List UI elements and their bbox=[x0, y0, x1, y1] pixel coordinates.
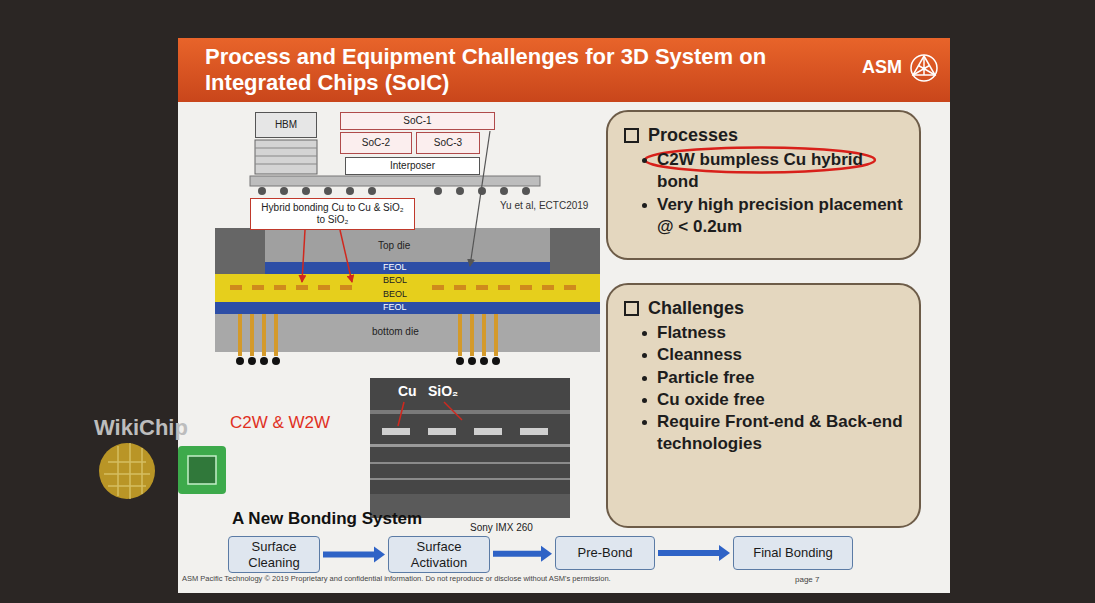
bullet-dot bbox=[642, 203, 647, 208]
heading-row: Challenges bbox=[624, 297, 744, 320]
footer-note: ASM Pacific Technology © 2019 Proprietar… bbox=[182, 575, 611, 583]
bullet-dot bbox=[642, 158, 647, 163]
soc-box: SoC-3 bbox=[416, 132, 480, 154]
arrow-head bbox=[541, 546, 552, 562]
bullet-dot bbox=[642, 331, 647, 336]
cross-section bbox=[215, 228, 600, 365]
hbm-box: HBM bbox=[255, 112, 317, 138]
slide-title: Process and Equipment Challenges for 3D … bbox=[205, 44, 855, 97]
slide bbox=[178, 38, 950, 593]
material-label: Cu bbox=[398, 384, 417, 399]
connector-line bbox=[493, 551, 542, 557]
bullet-dot bbox=[642, 398, 647, 403]
layer-label: FEOL bbox=[383, 303, 407, 313]
node-label: SoC-3 bbox=[434, 137, 462, 149]
layer-label: bottom die bbox=[372, 326, 419, 337]
bullet-row: Require Front-end & Back-end technologie… bbox=[624, 411, 903, 455]
flow-arrow bbox=[493, 546, 552, 562]
sem-image bbox=[370, 378, 570, 518]
bullet-dot bbox=[642, 353, 647, 358]
bullet-row: Very high precision placement @ < 0.2um bbox=[624, 194, 903, 238]
interposer-box: Interposer bbox=[345, 157, 480, 175]
logo-text: ASM bbox=[862, 58, 902, 78]
heading-row: Processes bbox=[624, 124, 738, 147]
process-box: Surface Cleaning bbox=[228, 536, 320, 573]
flow-arrow bbox=[658, 545, 730, 561]
node-label: Interposer bbox=[390, 160, 435, 172]
bullet-text: Cu oxide free bbox=[657, 389, 765, 411]
node-label: Hybrid bonding Cu to Cu & SiO₂ to SiO₂ bbox=[257, 202, 408, 226]
panel-heading: Challenges bbox=[648, 297, 744, 320]
bullet-text: Require Front-end & Back-end technologie… bbox=[657, 411, 903, 455]
bullet-text: C2W bumpless Cu hybrid bond bbox=[657, 149, 903, 193]
bullet-text: Very high precision placement @ < 0.2um bbox=[657, 194, 903, 238]
node-label: HBM bbox=[275, 119, 297, 131]
image-source: Sony IMX 260 bbox=[470, 522, 533, 533]
leader-arrow bbox=[302, 230, 305, 282]
node-label: SoC-2 bbox=[362, 137, 390, 149]
process-panel: ChallengesFlatnessCleannessParticle free… bbox=[606, 283, 921, 528]
square-bullet bbox=[624, 128, 639, 143]
asm-logo bbox=[911, 55, 937, 81]
bullet-text: Cleanness bbox=[657, 344, 742, 366]
connector-line bbox=[658, 550, 720, 556]
process-box: Surface Activation bbox=[388, 536, 490, 573]
node-label: Surface Cleaning bbox=[235, 539, 313, 570]
process-box: Final Bonding bbox=[733, 536, 853, 570]
node-label: Pre-Bond bbox=[578, 545, 633, 561]
bullet-row: Cu oxide free bbox=[624, 389, 765, 411]
arrow-head bbox=[374, 547, 385, 563]
flow-arrow bbox=[323, 547, 385, 563]
node-label: Surface Activation bbox=[395, 539, 483, 570]
callout-box: Hybrid bonding Cu to Cu & SiO₂ to SiO₂ bbox=[250, 198, 415, 230]
section-heading: A New Bonding System bbox=[232, 510, 422, 529]
page-number: page 7 bbox=[795, 576, 819, 585]
title-bar bbox=[178, 38, 950, 102]
method-label: C2W & W2W bbox=[230, 414, 330, 433]
leader-arrow bbox=[340, 230, 352, 282]
watermark: WikiChip bbox=[94, 416, 188, 440]
arrow-head bbox=[719, 545, 730, 561]
bullet-row: Flatness bbox=[624, 322, 726, 344]
bullet-row: Cleanness bbox=[624, 344, 742, 366]
bullet-dot bbox=[642, 420, 647, 425]
bullet-dot bbox=[642, 376, 647, 381]
process-panel: ProcessesC2W bumpless Cu hybrid bondVery… bbox=[606, 110, 921, 260]
panel-heading: Processes bbox=[648, 124, 738, 147]
bullet-text: Particle free bbox=[657, 367, 754, 389]
connector-line bbox=[323, 552, 375, 558]
material-label: SiO₂ bbox=[428, 384, 458, 399]
layer-label: FEOL bbox=[383, 263, 407, 273]
layer-label: BEOL bbox=[383, 276, 407, 286]
citation: Yu et al, ECTC2019 bbox=[500, 200, 588, 211]
watermark-logo bbox=[99, 443, 226, 499]
bullet-text: Flatness bbox=[657, 322, 726, 344]
layer-label: Top die bbox=[378, 240, 410, 251]
soc-box: SoC-1 bbox=[340, 112, 495, 130]
layer-label: BEOL bbox=[383, 290, 407, 300]
node-label: SoC-1 bbox=[403, 115, 431, 127]
soc-box: SoC-2 bbox=[340, 132, 412, 154]
bullet-row: C2W bumpless Cu hybrid bond bbox=[624, 149, 903, 193]
process-box: Pre-Bond bbox=[555, 536, 655, 570]
node-label: Final Bonding bbox=[753, 545, 833, 561]
square-bullet bbox=[624, 301, 639, 316]
bullet-row: Particle free bbox=[624, 367, 754, 389]
